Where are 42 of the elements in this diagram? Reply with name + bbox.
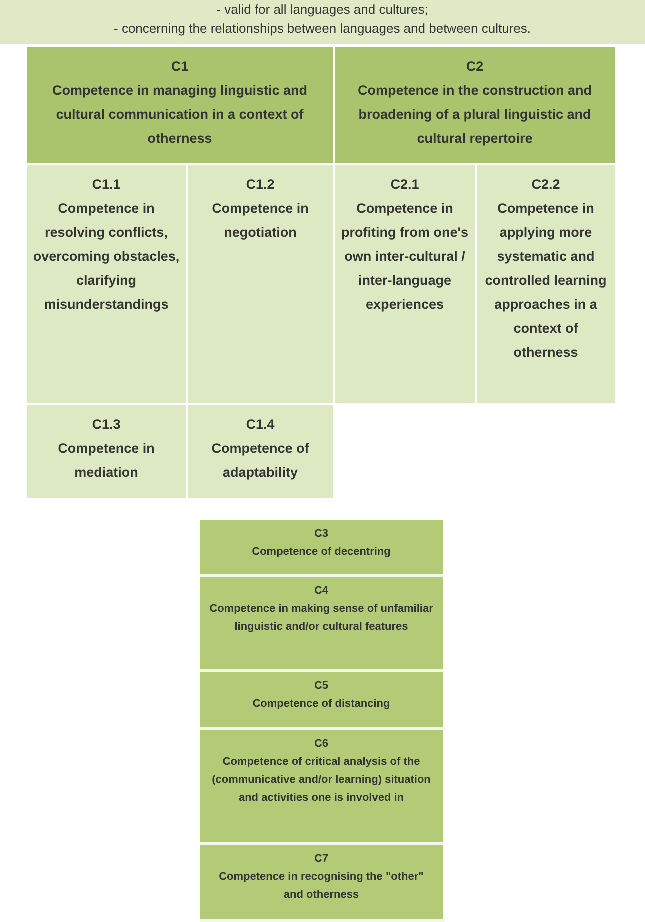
competence-box	[27, 47, 335, 165]
competence-text: Competence in recognising the "other" and otherness	[218, 870, 425, 903]
competence-text: Competence in making sense of unfamiliar linguistic and/or cultural features	[208, 602, 434, 635]
competence-text: Competence in mediation	[57, 440, 156, 482]
note-text: - concerning the relationships between languages and between cultures.	[114, 20, 531, 38]
note-text: - valid for all languages and cultures;	[216, 1, 428, 19]
competence-code: C7	[314, 852, 329, 867]
competence-code: C3	[314, 527, 329, 542]
competence-box	[335, 47, 617, 165]
competence-box	[200, 672, 445, 730]
competence-text: Competence of adaptability	[210, 440, 310, 482]
competence-code: C1.2	[246, 176, 275, 194]
competence-code: C1.4	[246, 416, 275, 434]
competence-box	[200, 845, 445, 922]
note-band	[0, 0, 645, 44]
competence-text: Competence of distancing	[252, 697, 390, 712]
competence-code: C1.1	[92, 176, 121, 194]
competence-box	[188, 165, 335, 405]
competence-box	[200, 520, 445, 577]
competence-text: Competence of decentring	[252, 545, 391, 560]
competence-code: C4	[314, 584, 329, 599]
competence-box	[335, 165, 477, 405]
competence-code: C2.1	[390, 176, 420, 194]
competence-text: Competence in the construction and broadening of a plural linguistic and cultural repertoire	[356, 82, 594, 148]
competence-code: C6	[314, 737, 329, 752]
competence-text: Competence in managing linguistic and cultural communication in a context of otherness	[51, 82, 309, 148]
competence-code: C5	[314, 679, 329, 694]
competence-box	[477, 165, 617, 405]
competence-text: Competence in applying more systematic and controlled learning approaches in a context of otherness	[484, 200, 608, 362]
competence-code: C2	[466, 58, 484, 76]
competence-code: C1.3	[92, 416, 121, 434]
competence-text: Competence in resolving conflicts, overcoming obstacles, clarifying misunderstandings	[33, 200, 180, 314]
competence-text: Competence of critical analysis of the (communicative and/or learning) situation and activities one is involved in	[211, 755, 432, 806]
competence-box	[27, 165, 188, 405]
competence-code: C2.2	[532, 176, 560, 194]
competence-box	[200, 730, 445, 845]
competence-box	[200, 577, 445, 672]
competence-text: Competence in negotiation	[211, 200, 310, 242]
competence-box	[188, 405, 335, 500]
competence-code: C1	[171, 58, 189, 76]
competence-box	[27, 405, 188, 500]
competence-text: Competence in profiting from one's own inter-cultural / inter-language experiences	[341, 200, 469, 314]
